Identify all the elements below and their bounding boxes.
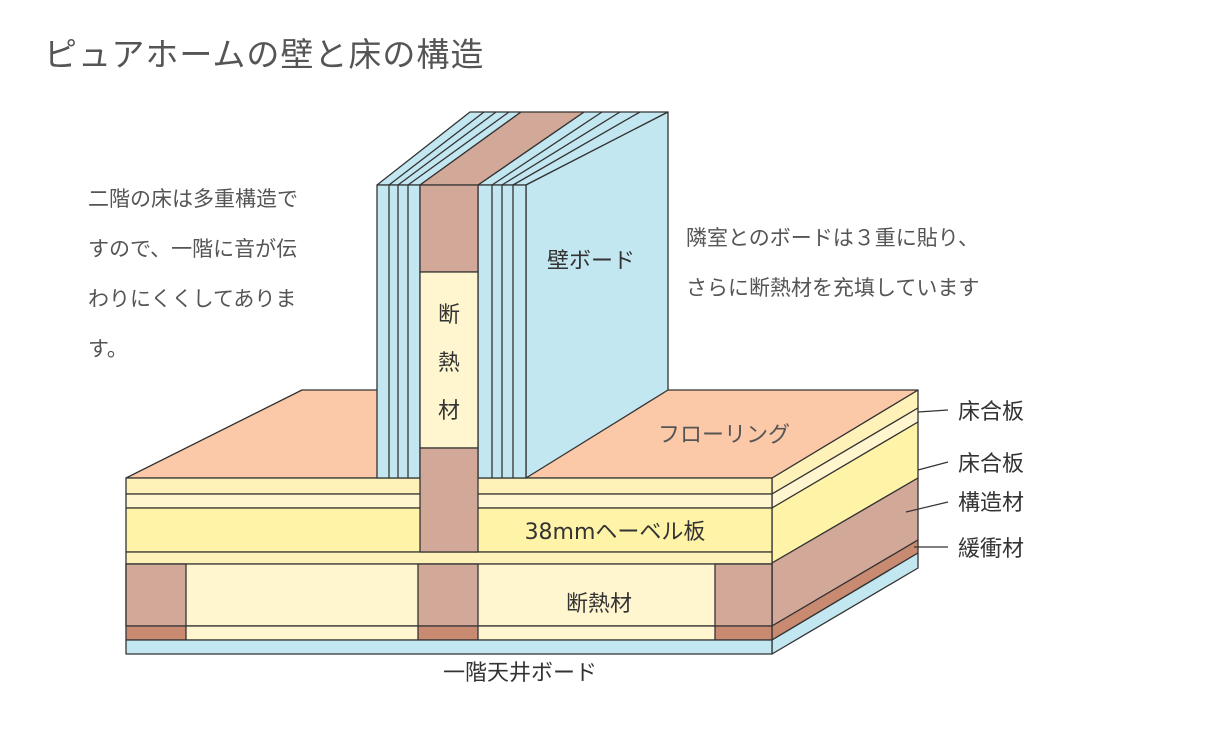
wall-insulation-label: 断 — [438, 303, 460, 328]
board-top-divider — [407, 111, 510, 186]
stud-bottom — [419, 447, 479, 553]
board-top-divider — [388, 111, 485, 186]
wall-top-edges — [376, 111, 669, 186]
joist-right — [714, 563, 773, 627]
callout-top-plywood: 床合板 — [958, 400, 1024, 425]
front-lower-plywood — [125, 551, 773, 565]
front-ceiling-board — [125, 639, 773, 655]
board-top-divider — [512, 111, 641, 186]
cushion-gap-1 — [185, 625, 419, 641]
callout-leaders — [905, 409, 949, 548]
flooring-label: フローリング — [658, 423, 790, 448]
stud-top — [419, 184, 479, 273]
wall-insulation-label: 材 — [438, 399, 460, 424]
leader-line — [917, 409, 949, 413]
leader-line — [917, 461, 949, 471]
board-top-divider — [501, 111, 621, 186]
leader-line — [905, 501, 949, 513]
wall-board-label: 壁ボード — [547, 249, 635, 274]
callout-cushion: 緩衝材 — [958, 537, 1024, 562]
board-top-divider — [491, 111, 603, 186]
floor-note: 二階の床は多重構造で すので、一階に音が伝 わりにくくしてありま す。 — [88, 174, 368, 374]
joist-left — [125, 563, 187, 627]
floor-note-line: わりにくくしてありま — [88, 287, 297, 311]
page-title: ピュアホームの壁と床の構造 — [44, 35, 485, 74]
joist-center — [417, 563, 479, 627]
cushion-gap-2 — [477, 625, 716, 641]
floor-note-line: す。 — [88, 337, 128, 361]
wall-note-line: さらに断熱材を充填しています — [686, 276, 980, 300]
floor-note-line: すので、一階に音が伝 — [88, 237, 298, 261]
floor-note-line: 二階の床は多重構造で — [88, 187, 298, 211]
board-top-divider — [397, 111, 497, 186]
callout-second-plywood: 床合板 — [958, 452, 1024, 477]
wall-note-line: 隣室とのボードは３重に貼り、 — [686, 226, 979, 250]
level-board-label: 38mmヘーベル板 — [525, 520, 706, 545]
wall-insulation-label: 熱 — [438, 351, 460, 376]
floor-insulation-label: 断熱材 — [566, 592, 632, 617]
ceiling-board-label: 一階天井ボード — [443, 661, 597, 686]
wall-note: 隣室とのボードは３重に貼り、 さらに断熱材を充填しています — [686, 213, 1086, 313]
wall-insulation — [419, 271, 479, 449]
wall-front-section — [376, 184, 527, 553]
callout-structural-member: 構造材 — [958, 491, 1024, 516]
